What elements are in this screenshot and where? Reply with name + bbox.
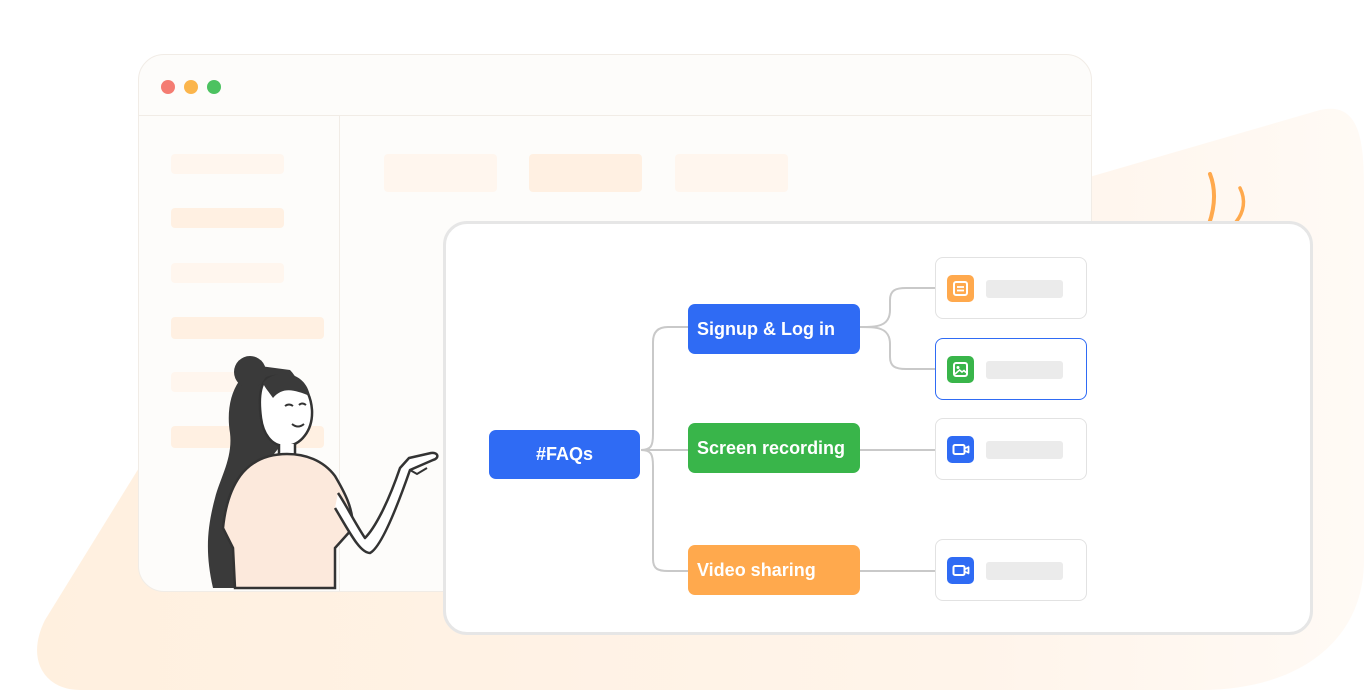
leaf-text-placeholder bbox=[986, 361, 1063, 379]
leaf-text-placeholder bbox=[986, 562, 1063, 580]
branch-node-screen-recording[interactable]: Screen recording bbox=[688, 423, 860, 473]
leaf-card-document[interactable] bbox=[935, 257, 1087, 319]
maximize-window-icon[interactable] bbox=[207, 80, 221, 94]
sidebar-placeholder bbox=[171, 317, 324, 339]
document-icon bbox=[947, 275, 974, 302]
mind-map-connectors bbox=[640, 287, 936, 572]
mind-map-card: #FAQs Signup & Log in Screen recording V… bbox=[443, 221, 1313, 635]
sidebar-placeholder bbox=[171, 208, 284, 228]
sidebar-placeholder bbox=[171, 154, 284, 174]
tab-placeholder bbox=[675, 154, 788, 192]
branch-node-video-sharing[interactable]: Video sharing bbox=[688, 545, 860, 595]
root-node-label: #FAQs bbox=[535, 444, 594, 464]
close-window-icon[interactable] bbox=[161, 80, 175, 94]
leaf-card-video[interactable] bbox=[935, 418, 1087, 480]
video-camera-icon bbox=[947, 557, 974, 584]
leaf-card-video[interactable] bbox=[935, 539, 1087, 601]
root-node-faqs[interactable]: #FAQs bbox=[489, 430, 640, 479]
branch-node-label: Screen recording bbox=[697, 437, 846, 458]
sidebar-placeholder bbox=[171, 263, 284, 283]
window-titlebar bbox=[139, 55, 1091, 116]
tab-placeholder bbox=[384, 154, 497, 192]
woman-pointing-illustration bbox=[207, 356, 439, 590]
branch-node-label: Signup & Log in bbox=[697, 318, 835, 339]
image-icon bbox=[947, 356, 974, 383]
tab-placeholder bbox=[529, 154, 642, 192]
minimize-window-icon[interactable] bbox=[184, 80, 198, 94]
branch-node-signup[interactable]: Signup & Log in bbox=[688, 304, 860, 354]
leaf-text-placeholder bbox=[986, 441, 1063, 459]
branch-node-label: Video sharing bbox=[697, 559, 816, 580]
leaf-text-placeholder bbox=[986, 280, 1063, 298]
video-camera-icon bbox=[947, 436, 974, 463]
leaf-card-image[interactable] bbox=[935, 338, 1087, 400]
sidebar bbox=[139, 116, 340, 591]
